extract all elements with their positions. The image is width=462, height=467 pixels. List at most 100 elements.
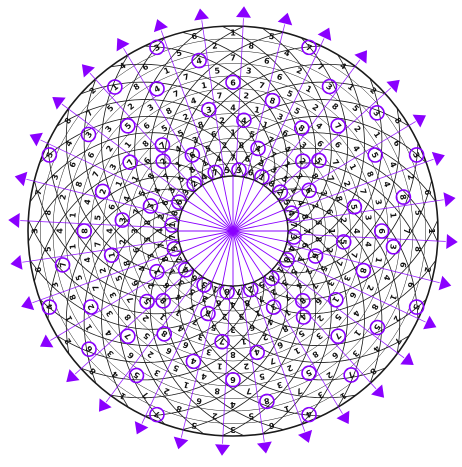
hub-spoke: [182, 230, 234, 253]
cell-digit: 4: [283, 144, 293, 155]
cell-digit: 6: [247, 168, 255, 178]
clue-circle: [343, 367, 359, 383]
cell-digit: 2: [303, 267, 314, 276]
cell-digit: 2: [141, 313, 151, 323]
cell-digit: 3: [325, 279, 336, 288]
cell-digit: 3: [84, 130, 95, 140]
cell-digit: 1: [230, 128, 236, 137]
cell-digit: 7: [211, 168, 219, 178]
cell-digit: 1: [261, 120, 269, 130]
cell-digit: 7: [125, 295, 136, 305]
arrowhead-icon: [371, 384, 385, 398]
cell-digit: 4: [295, 199, 306, 208]
cell-digit: 4: [382, 274, 392, 282]
cell-digit: 8: [197, 120, 205, 130]
cell-digit: 5: [292, 106, 302, 117]
arrowhead-icon: [29, 132, 43, 147]
cell-digit: 8: [280, 323, 290, 334]
cell-digit: 1: [174, 159, 184, 170]
clue-circle: [301, 365, 317, 382]
clue-circle: [200, 305, 216, 322]
arrowhead-icon: [21, 296, 35, 311]
cell-digit: 6: [276, 72, 284, 82]
cell-digit: 6: [248, 322, 256, 332]
cell-digit: 2: [104, 144, 115, 154]
cell-digit: 7: [91, 283, 101, 292]
cell-digit: 6: [142, 121, 152, 132]
cell-digit: 4: [122, 194, 132, 202]
clue-circle: [293, 120, 310, 136]
cell-digit: 1: [327, 228, 336, 234]
cell-digit: 4: [286, 245, 296, 253]
guide-line: [201, 20, 226, 177]
cell-digit: 8: [123, 312, 134, 322]
cell-digit: 4: [173, 292, 183, 303]
clue-circle: [330, 118, 346, 134]
cell-digit: 3: [314, 331, 324, 341]
hub-spoke: [232, 185, 264, 232]
cell-digit: 6: [406, 281, 416, 289]
arrowhead-icon: [10, 254, 23, 270]
cell-digit: 7: [257, 293, 266, 303]
cell-digit: 4: [351, 144, 362, 154]
hub-spoke: [211, 180, 234, 232]
clue-circle: [408, 299, 425, 315]
cell-digit: 7: [158, 140, 168, 150]
cell-digit: 3: [200, 279, 209, 290]
cell-digit: 2: [58, 194, 68, 201]
cell-digit: 8: [63, 116, 74, 126]
ring-line: [127, 125, 339, 337]
cell-digit: 4: [83, 256, 93, 264]
cell-digit: 5: [210, 322, 218, 332]
arrowhead-icon: [215, 444, 230, 456]
arrowhead-icon: [443, 192, 456, 208]
cell-digit: 8: [369, 302, 380, 312]
guide-line: [74, 267, 193, 375]
cell-digit: 1: [373, 256, 383, 264]
cell-digit: 4: [215, 154, 223, 164]
cell-digit: 7: [182, 72, 190, 82]
cell-digit: 8: [334, 195, 344, 203]
cell-digit: 2: [219, 116, 225, 126]
guide-line: [61, 103, 190, 199]
cell-digit: 1: [216, 361, 223, 371]
cell-digit: 7: [289, 222, 299, 228]
cell-digit: 5: [332, 312, 343, 322]
cell-digit: 1: [157, 311, 167, 322]
cell-digit: 1: [347, 162, 358, 172]
cell-digit: 8: [268, 96, 276, 106]
cell-digit: 5: [372, 322, 383, 332]
cell-digit: 2: [324, 370, 334, 381]
cell-digit: 1: [282, 307, 292, 318]
cell-digit: 7: [302, 228, 311, 234]
arrowhead-icon: [40, 334, 54, 348]
clue-circle: [186, 175, 202, 192]
cell-digit: 3: [269, 301, 278, 312]
hub-spoke: [193, 230, 234, 271]
hub-spoke: [187, 200, 234, 232]
clue-circle: [128, 367, 145, 384]
cell-digit: 4: [200, 172, 210, 183]
cell-digit: 6: [130, 278, 141, 288]
cell-digit: 2: [126, 101, 136, 111]
clue-circle: [328, 291, 344, 308]
cell-digit: 4: [196, 56, 204, 66]
cell-digit: 4: [64, 138, 75, 148]
clue-circle: [369, 105, 385, 121]
clue-circle: [177, 262, 194, 278]
cell-digit: 6: [161, 280, 172, 290]
guide-line: [20, 220, 179, 229]
cell-digit: 5: [170, 244, 180, 252]
cell-digit: 3: [236, 166, 242, 176]
cell-digit: 1: [388, 212, 398, 219]
guide-line: [286, 243, 440, 284]
ring-line: [102, 100, 364, 362]
guide-line: [251, 282, 306, 432]
cell-digit: 2: [156, 213, 166, 220]
cell-digit: 4: [83, 198, 93, 206]
cell-digit: 5: [132, 370, 142, 381]
cell-digit: 5: [248, 411, 255, 421]
cell-digit: 5: [142, 330, 152, 341]
cell-digit: 3: [130, 228, 139, 234]
cell-digit: 6: [34, 266, 44, 274]
